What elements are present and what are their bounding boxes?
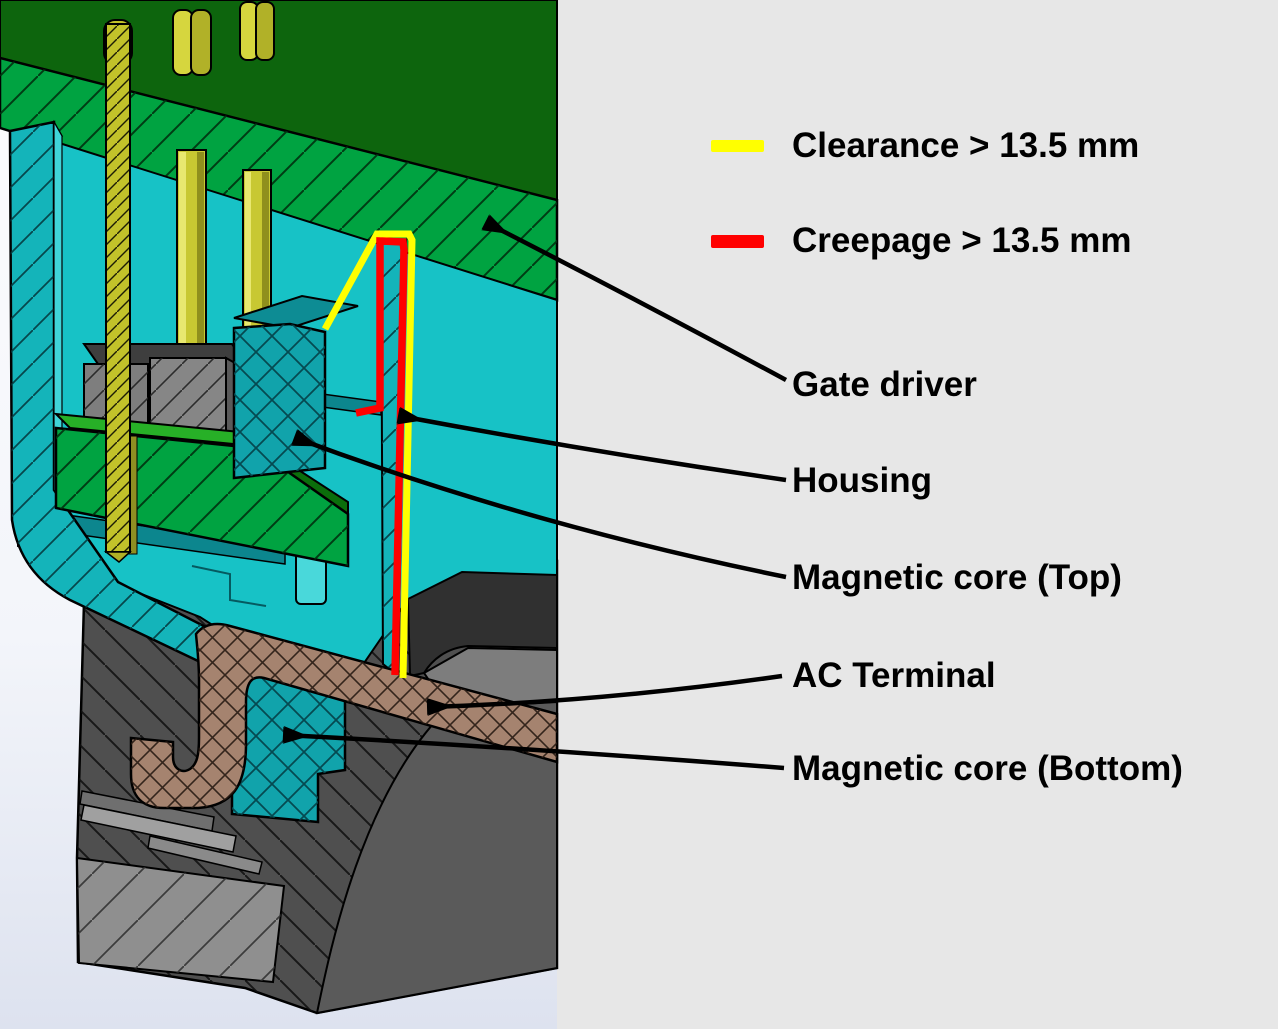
housing-groove — [191, 565, 267, 607]
creepage-legend-label: Creepage > 13.5 mm — [792, 221, 1132, 260]
pin3-cap — [239, 1, 275, 61]
heatsink-lower-face — [315, 700, 558, 1015]
baseplate — [75, 790, 286, 984]
magnetic-core-bottom-label: Magnetic core (Bottom) — [792, 749, 1183, 788]
gate-driver-label: Gate driver — [792, 365, 977, 404]
clearance-legend-label: Clearance > 13.5 mm — [792, 126, 1140, 165]
creepage-path-line — [355, 237, 408, 676]
clearance-swatch — [711, 140, 764, 152]
power-pin-sectioned — [103, 19, 138, 563]
magnetic-core-top-arrow — [290, 428, 787, 580]
ac-terminal-label: AC Terminal — [792, 656, 996, 695]
ac-terminal-arrow — [426, 673, 783, 717]
magnetic-core-bottom-arrow — [282, 725, 785, 771]
gate-driver-arrow — [481, 214, 788, 382]
pin2-cap — [172, 9, 212, 76]
leader-arrows — [282, 214, 788, 771]
clearance-path-line — [321, 230, 416, 679]
annotation-panel-background — [557, 0, 1278, 1029]
gate-driver-pcb — [0, 0, 559, 302]
housing-label: Housing — [792, 461, 932, 500]
creepage-swatch — [711, 235, 764, 248]
housing-arrow — [396, 406, 787, 483]
ac-terminal-busbar — [129, 622, 559, 810]
magnetic-core-top-label: Magnetic core (Top) — [792, 558, 1122, 597]
